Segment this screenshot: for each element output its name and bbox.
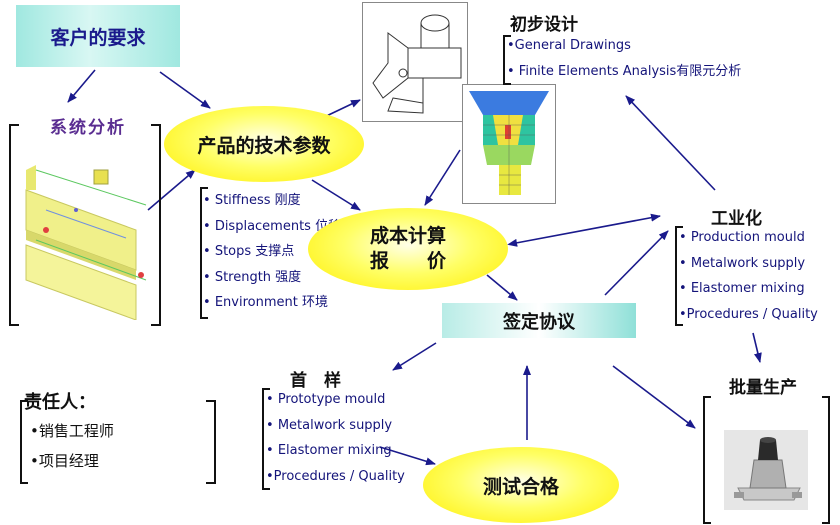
mass-production-title: 批量生产 <box>729 378 797 398</box>
system-analysis-title: 系统分析 <box>50 118 126 138</box>
list-item: •General Drawings <box>507 38 631 53</box>
cost-label: 成本计算 <box>369 225 446 247</box>
mass-production-bracket-left <box>703 396 711 524</box>
arrow-params-to-cost <box>311 179 361 211</box>
list-item: •Procedures / Quality <box>266 468 405 484</box>
system-bracket-left <box>9 124 19 326</box>
list-item: • Prototype mould <box>266 392 386 407</box>
tech-params-ellipse: 产品的技术参数 <box>164 106 364 182</box>
list-item: • Stiffness 刚度 <box>203 193 301 208</box>
arrow-cost-industrial <box>507 213 661 247</box>
first-sample-title: 首 样 <box>290 371 341 391</box>
industrialization-bracket <box>675 226 683 326</box>
cad-drawing-image <box>362 2 468 122</box>
agreement-box: 签定协议 <box>442 303 636 338</box>
tech-params-label: 产品的技术参数 <box>197 134 331 157</box>
arrow-customer-to-params <box>159 71 211 109</box>
system-3d-model-image <box>16 150 154 321</box>
cost-quote-ellipse: 成本计算 报 价 <box>308 208 508 290</box>
list-item: • Metalwork supply <box>679 255 806 271</box>
list-item: • Environment 环境 <box>203 295 328 310</box>
list-item: • Displacements 位移 <box>203 218 342 234</box>
list-item: • Metalwork supply <box>266 417 393 433</box>
tech-params-list: • Stiffness 刚度 • Displacements 位移 • Stop… <box>203 188 341 316</box>
prelim-design-bracket <box>503 35 511 85</box>
responsible-list: •销售工程师 •项目经理 <box>30 416 114 476</box>
list-item: • Production mould <box>679 230 805 245</box>
arrow-agreement-to-sample <box>392 342 437 371</box>
arrow-industrial-to-mass <box>752 332 762 363</box>
test-pass-ellipse: 测试合格 <box>423 447 619 523</box>
list-item: • Stops 支撑点 <box>203 244 295 259</box>
arrow-agreement-to-industrial <box>604 230 669 296</box>
tech-params-bracket <box>200 187 208 319</box>
responsible-bracket-right <box>206 400 216 484</box>
prelim-design-list: •General Drawings • Finite Elements Anal… <box>507 33 741 85</box>
agreement-label: 签定协议 <box>503 311 575 333</box>
list-item: • Finite Elements Analysis有限元分析 <box>507 64 742 79</box>
arrow-sample-to-test <box>379 446 436 466</box>
list-item: • Elastomer mixing <box>679 281 805 296</box>
list-item: • Elastomer mixing <box>266 443 392 458</box>
first-sample-list: • Prototype mould • Metalwork supply • E… <box>266 387 405 489</box>
arrow-system-to-params <box>147 169 196 211</box>
responsible-bracket-left <box>20 400 28 484</box>
system-bracket-right <box>151 124 161 326</box>
arrow-cost-to-agreement <box>486 274 518 301</box>
test-pass-label: 测试合格 <box>482 475 559 498</box>
arrow-customer-to-system <box>67 69 96 103</box>
arrow-agreement-to-mass <box>612 365 696 429</box>
industrialization-list: • Production mould • Metalwork supply • … <box>679 225 818 327</box>
mass-production-bracket-right <box>822 396 830 524</box>
customer-requirements-box: 客户的要求 <box>16 5 180 67</box>
industrialization-title: 工业化 <box>711 209 762 229</box>
responsible-title: 责任人： <box>24 392 96 413</box>
arrow-fea-to-cost <box>424 149 461 206</box>
quote-label: 报 价 <box>369 250 446 272</box>
list-item: • Strength 强度 <box>203 269 302 285</box>
prelim-design-title: 初步设计 <box>510 15 578 35</box>
list-item: •项目经理 <box>30 452 99 470</box>
fea-model-image <box>462 84 556 204</box>
list-item: •Procedures / Quality <box>679 306 818 322</box>
engine-mount-photo <box>724 430 808 510</box>
arrow-industrial-to-design <box>625 95 716 191</box>
list-item: •销售工程师 <box>30 422 114 440</box>
customer-requirements-label: 客户的要求 <box>50 26 146 49</box>
first-sample-bracket <box>262 388 270 490</box>
